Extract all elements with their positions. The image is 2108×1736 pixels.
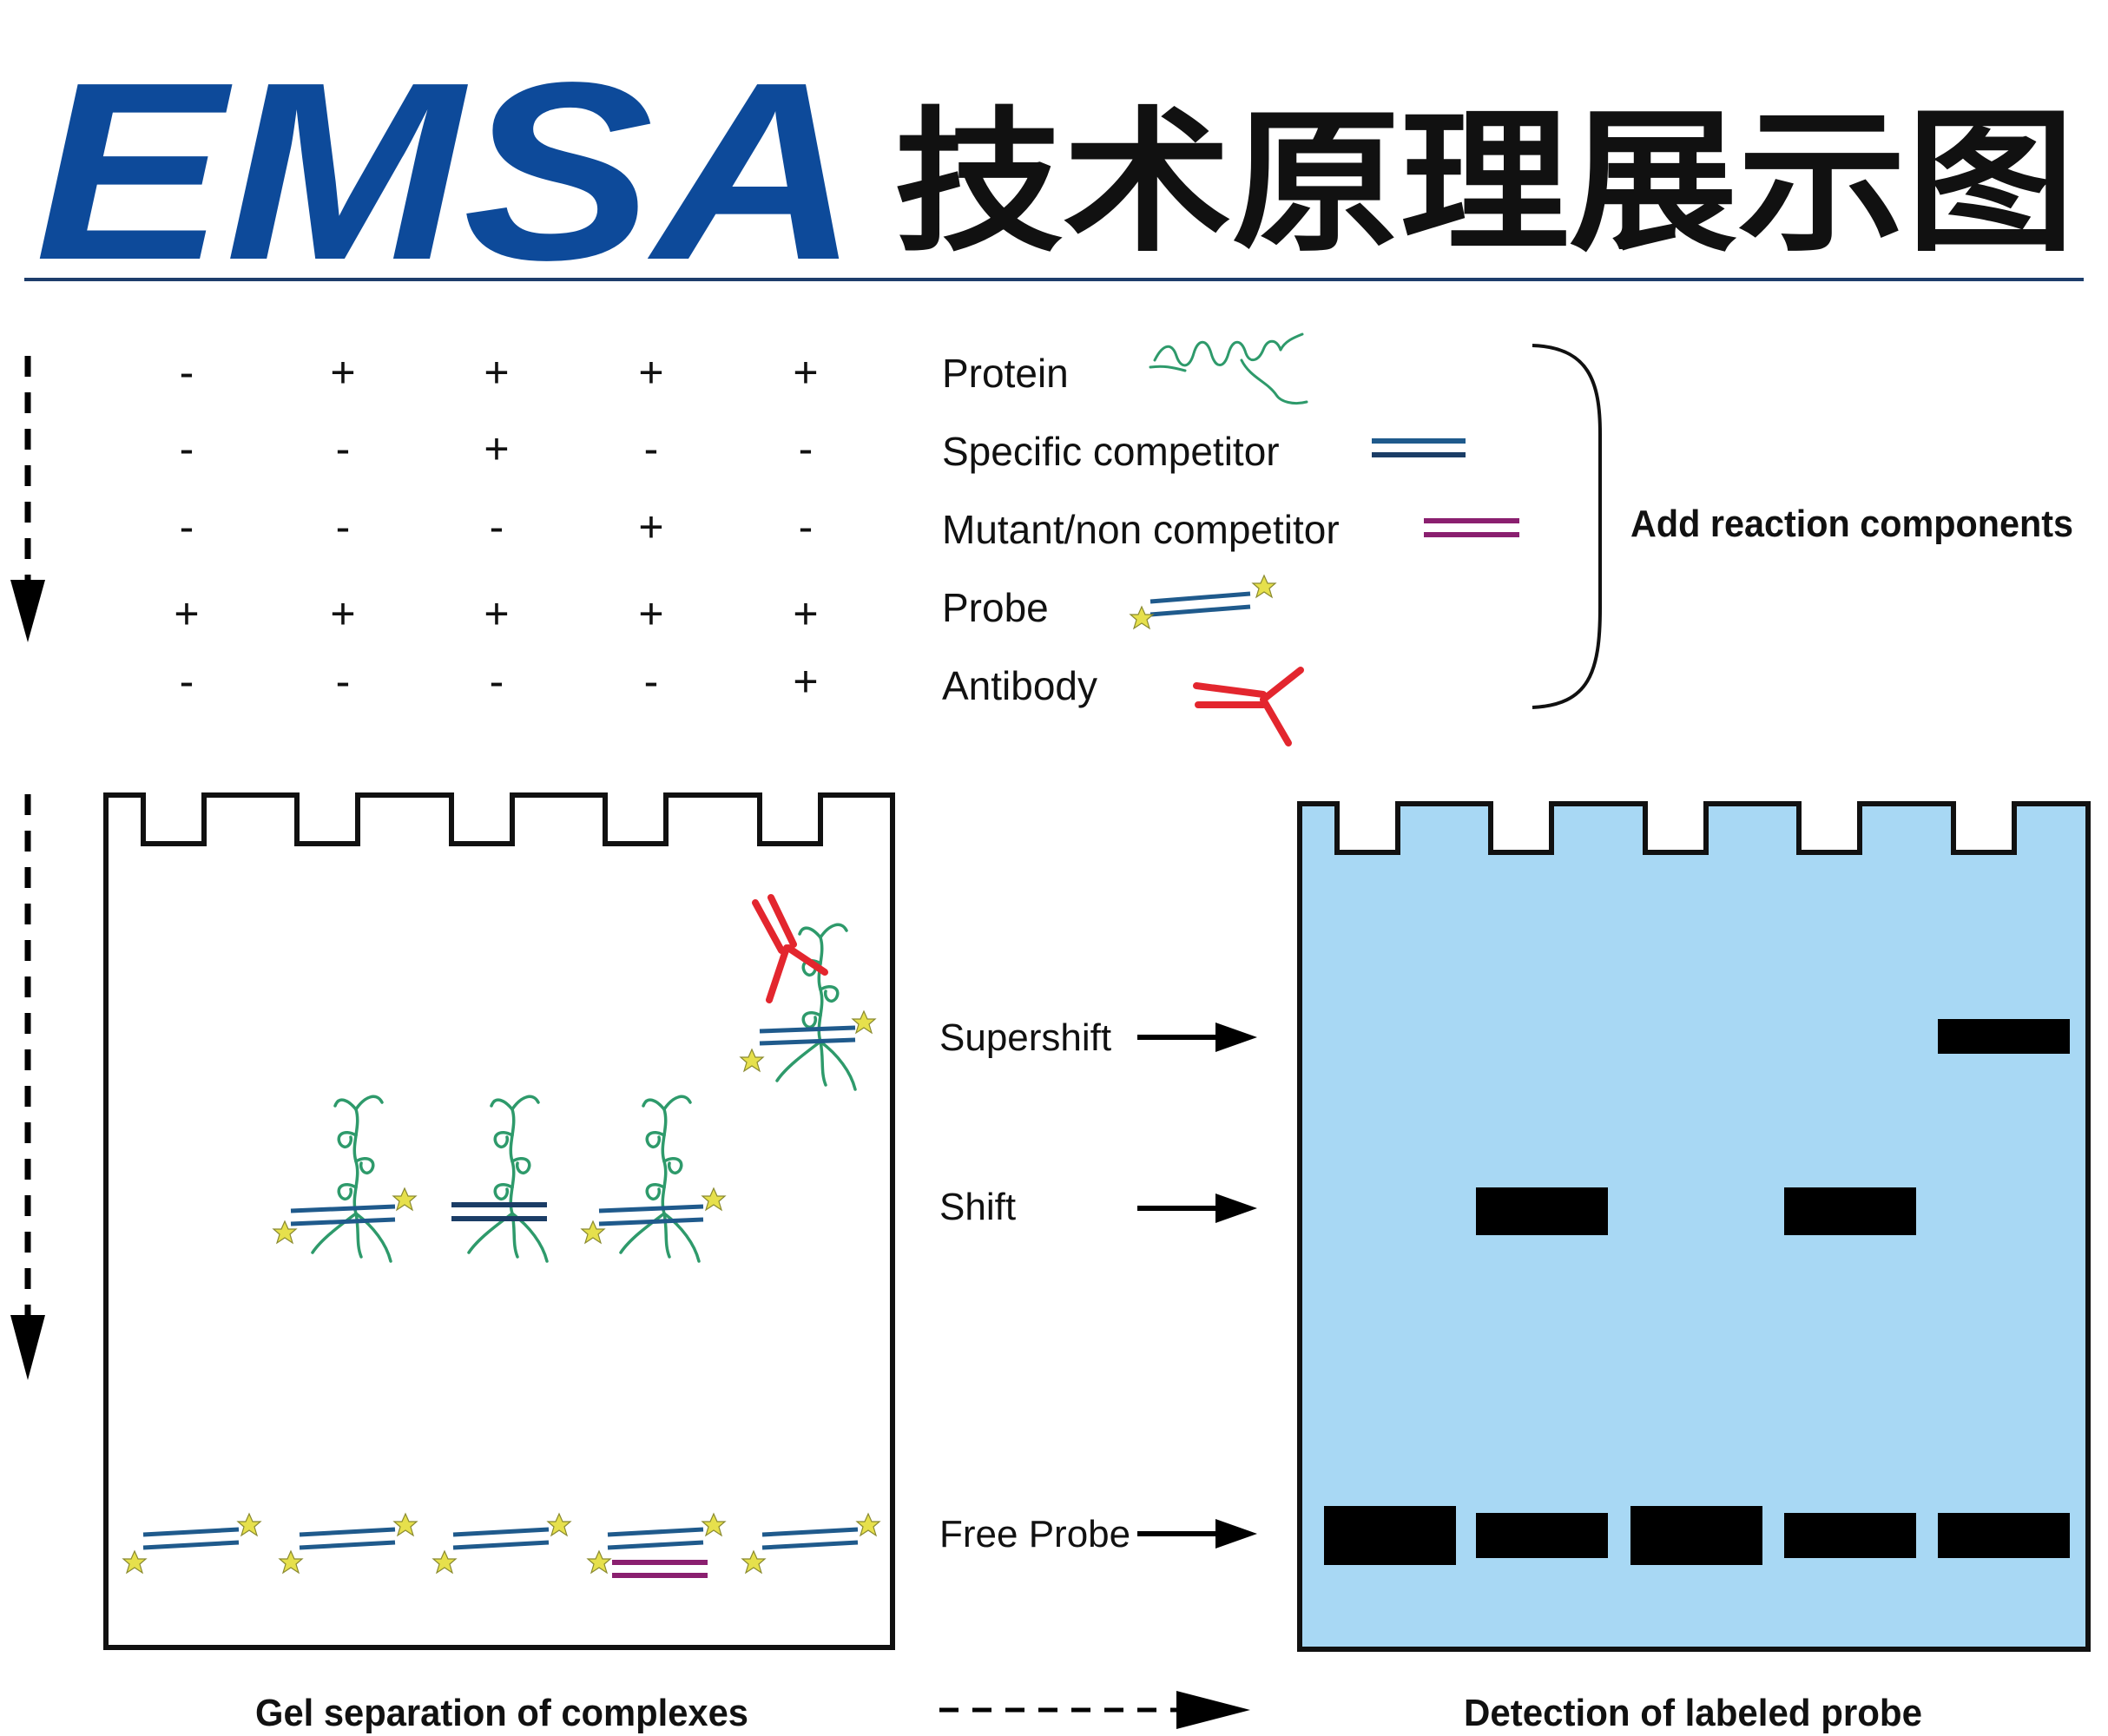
free-probe <box>122 1513 261 1574</box>
shift-label: Shift <box>939 1186 1016 1228</box>
shift-complex-lane-4 <box>581 1095 726 1263</box>
sign-cell: - <box>180 657 194 706</box>
free-probe <box>741 1513 880 1574</box>
process-arrow-top <box>10 356 45 642</box>
shift-complex-lane-3 <box>451 1095 549 1263</box>
free-probe-arrow: Free Probe <box>939 1513 1257 1555</box>
sign-cell: - <box>336 424 351 473</box>
sign-cell: - <box>180 503 194 551</box>
probe-icon <box>1130 575 1276 629</box>
band-free-probe-lane-1 <box>1324 1506 1456 1565</box>
shift-complex-lane-2 <box>273 1095 417 1263</box>
sign-cell: + <box>793 348 818 397</box>
sign-cell: + <box>793 589 818 638</box>
component-labels: Protein Specific competitor Mutant/non c… <box>942 351 1340 708</box>
free-probe <box>587 1513 726 1574</box>
antibody-icon <box>1193 667 1304 746</box>
shift-arrow: Shift <box>939 1186 1257 1228</box>
band-free-probe-lane-3 <box>1630 1506 1762 1565</box>
specific-competitor-icon <box>1372 438 1466 457</box>
sign-cell: + <box>793 657 818 706</box>
sign-cell: + <box>484 424 509 473</box>
sign-cell: + <box>174 589 199 638</box>
sign-cell: - <box>180 424 194 473</box>
mutant-competitor-icon <box>1424 518 1519 537</box>
free-probe-row <box>122 1513 880 1574</box>
sign-cell: - <box>799 424 814 473</box>
supershift-label: Supershift <box>939 1016 1111 1059</box>
band-shift-lane-2 <box>1476 1187 1608 1235</box>
sign-cell: - <box>799 503 814 551</box>
sign-cell: - <box>644 424 659 473</box>
label-mutant-competitor: Mutant/non competitor <box>942 507 1340 552</box>
component-sign-grid: - + + + + - - + - - - - - + - + + + + + - - - - + <box>174 348 818 706</box>
protein-icon <box>1149 332 1308 405</box>
process-arrow-bottom <box>10 794 45 1380</box>
label-protein: Protein <box>942 351 1069 396</box>
supershift-complex <box>740 894 876 1091</box>
band-shift-lane-4 <box>1784 1187 1916 1235</box>
emsa-logo: EMSA <box>35 30 860 312</box>
sign-cell: - <box>490 657 504 706</box>
sign-cell: + <box>484 589 509 638</box>
free-probe <box>279 1513 418 1574</box>
detection-arrow <box>939 1691 1250 1729</box>
sign-cell: - <box>336 657 351 706</box>
sign-cell: + <box>330 348 355 397</box>
supershift-arrow: Supershift <box>939 1016 1257 1059</box>
sign-cell: - <box>336 503 351 551</box>
label-antibody: Antibody <box>942 663 1097 708</box>
band-free-probe-lane-4 <box>1784 1513 1916 1558</box>
band-free-probe-lane-2 <box>1476 1513 1608 1558</box>
page-title: 技术原理展示图 <box>894 93 2075 273</box>
label-specific-competitor: Specific competitor <box>942 429 1280 474</box>
free-probe <box>432 1513 571 1574</box>
sign-cell: + <box>638 348 663 397</box>
sign-cell: - <box>644 657 659 706</box>
sign-cell: + <box>330 589 355 638</box>
sign-cell: - <box>490 503 504 551</box>
free-probe-label: Free Probe <box>939 1513 1130 1555</box>
sign-cell: + <box>638 503 663 551</box>
detection-bands <box>1324 1019 2070 1565</box>
band-supershift-lane-5 <box>1938 1019 2070 1054</box>
detection-panel <box>1297 801 2091 1652</box>
mutant-competitor-lane-4 <box>612 1560 708 1578</box>
band-free-probe-lane-5 <box>1938 1513 2070 1558</box>
gel-caption: Gel separation of complexes <box>255 1692 748 1734</box>
sign-cell: - <box>180 348 194 397</box>
sign-cell: + <box>484 348 509 397</box>
bracket-label: Add reaction components <box>1630 503 2073 545</box>
detection-caption: Detection of labeled probe <box>1464 1692 1922 1734</box>
label-probe: Probe <box>942 585 1049 630</box>
components-bracket <box>1532 344 1602 709</box>
sign-cell: + <box>638 589 663 638</box>
